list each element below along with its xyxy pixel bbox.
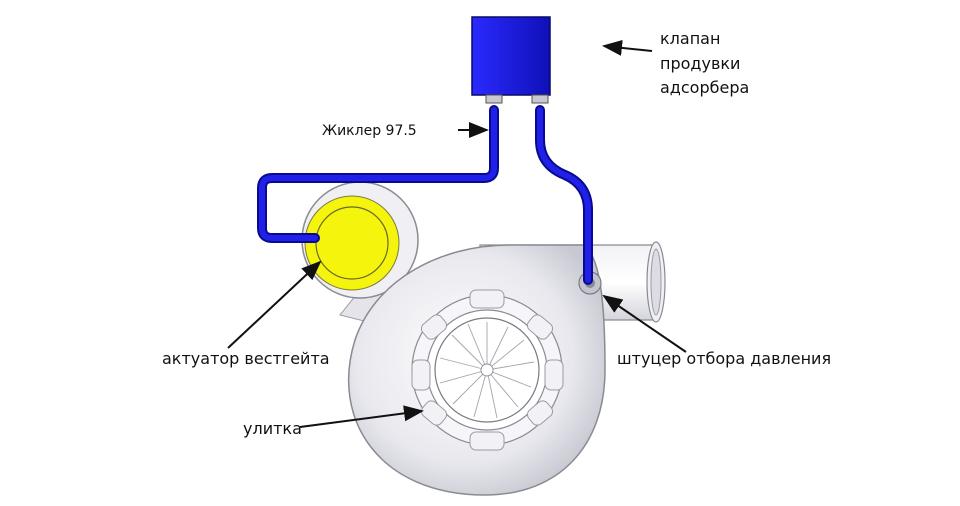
purge-valve: [471, 16, 551, 104]
purge-valve-label-line1: клапан: [660, 29, 721, 48]
compressor-wheel: [439, 322, 535, 419]
arrow-fitting: [602, 294, 687, 353]
compressor-housing: [347, 244, 606, 496]
arrow-housing: [299, 405, 424, 428]
jet-label: Жиклер 97.5: [322, 123, 417, 139]
arrow-purge-valve: [602, 39, 653, 56]
purge-valve-label-line3: адсорбера: [660, 78, 750, 97]
housing-label: улитка: [243, 419, 302, 438]
purge-valve-label-line2: продувки: [660, 54, 741, 73]
arrow-actuator: [227, 260, 322, 349]
vacuum-hoses: [257, 105, 593, 285]
callout-arrows: [227, 39, 687, 428]
fitting-label: штуцер отбора давления: [617, 349, 832, 368]
actuator-label: актуатор вестгейта: [162, 349, 330, 368]
